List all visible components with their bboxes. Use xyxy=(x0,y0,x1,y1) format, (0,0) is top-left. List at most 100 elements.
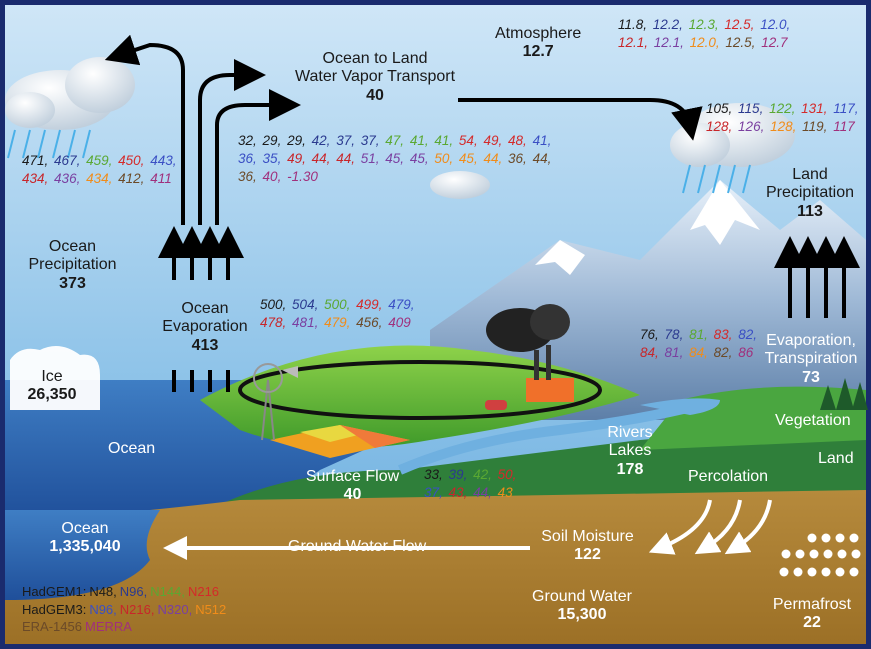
model-value: 51, xyxy=(360,151,380,166)
model-value: 49, xyxy=(483,133,503,148)
legend-entry: N48, xyxy=(89,584,117,599)
model-value: 82, xyxy=(738,327,757,342)
legend-row-hadgem3: HadGEM3:N96,N216,N320,N512 xyxy=(22,601,229,619)
model-value: 434, xyxy=(22,171,49,186)
model-value: 504, xyxy=(292,297,319,312)
surface-flow-model-values: 33, 39, 42, 50, 37, 43, 44, 43 xyxy=(424,466,534,502)
land-precip-line2: Precipitation xyxy=(765,184,855,202)
rivers-line2: Lakes xyxy=(608,442,652,460)
model-value: 479, xyxy=(388,297,415,312)
model-value: 436, xyxy=(54,171,81,186)
ocean-evap-value: 413 xyxy=(191,336,219,354)
ground-water-label: Ground Water 15,300 xyxy=(522,588,642,625)
model-value: 479, xyxy=(324,315,351,330)
model-value: 12.2, xyxy=(652,17,683,32)
legend-entry: ERA-1456 xyxy=(22,619,82,634)
model-value: 49, xyxy=(287,151,306,166)
model-value: 41, xyxy=(434,133,454,148)
atmosphere-model-values: 11.8, 12.2, 12.3, 12.5, 12.0, 12.1, 12.1… xyxy=(618,16,808,52)
model-value: 115, xyxy=(738,101,764,116)
model-value: 44, xyxy=(311,151,331,166)
legend-entry: MERRA xyxy=(84,619,132,634)
ocean-evap-label: Ocean Evaporation 413 xyxy=(150,300,260,355)
evap-transp-model-values: 76, 78, 81, 83, 82, 84, 81, 84, 82, 86 xyxy=(640,326,760,362)
ocean-store-value: 1,335,040 xyxy=(49,538,121,556)
model-value: 45, xyxy=(409,151,429,166)
model-value: 29, xyxy=(287,133,306,148)
ocean-to-land-line1: Ocean to Land xyxy=(322,50,428,67)
model-value: 128, xyxy=(706,119,733,134)
land-precip-line1: Land xyxy=(792,166,828,183)
legend-entry: HadGEM3: xyxy=(22,601,87,617)
model-value: 434, xyxy=(86,171,113,186)
land-precip-value: 113 xyxy=(797,202,823,220)
model-value: 481, xyxy=(292,315,319,330)
model-value: 117, xyxy=(833,101,859,116)
ocean-to-land-line2: Water Vapor Transport xyxy=(294,68,456,86)
ocean-precip-model-values: 471, 467, 459, 450, 443, 434, 436, 434, … xyxy=(22,152,182,188)
ground-water-flow-label: Ground Water Flow xyxy=(288,538,427,555)
model-value: 12.7 xyxy=(761,35,788,50)
model-value: 12.1, xyxy=(653,35,684,50)
model-value: 47, xyxy=(385,133,405,148)
model-value: 499, xyxy=(356,297,383,312)
legend-entry: N216, xyxy=(119,601,155,617)
model-value: 43, xyxy=(448,485,468,500)
legend-entry: N144, xyxy=(150,584,185,599)
model-value: 44, xyxy=(336,151,355,166)
model-value: 443, xyxy=(150,153,177,168)
permafrost-label: Permafrost 22 xyxy=(762,596,862,633)
model-value: 54, xyxy=(458,133,478,148)
model-value: 12.5, xyxy=(725,35,756,50)
model-value: 48, xyxy=(508,133,527,148)
ground-water-value: 15,300 xyxy=(557,606,607,624)
ocean-to-land-label: Ocean to Land Water Vapor Transport 40 xyxy=(270,50,480,105)
model-value: 50, xyxy=(434,151,454,166)
model-value: 36, xyxy=(238,169,257,184)
model-value: 131, xyxy=(801,101,828,116)
ground-water-name: Ground Water xyxy=(532,588,632,605)
model-value: 450, xyxy=(118,153,145,168)
model-value: 37, xyxy=(360,133,380,148)
ocean-store-name: Ocean xyxy=(61,520,109,537)
model-value: 36, xyxy=(238,151,257,166)
land-precip-model-values: 105, 115, 122, 131, 117, 128, 126, 128, … xyxy=(706,100,871,136)
soil-moisture-name: Soil Moisture xyxy=(541,528,634,545)
land-label: Land xyxy=(818,450,854,467)
model-value: 37, xyxy=(336,133,355,148)
soil-moisture-label: Soil Moisture 122 xyxy=(525,528,650,565)
model-value: 83, xyxy=(713,327,733,342)
rivers-line1: Rivers xyxy=(607,424,653,441)
model-value: 11.8, xyxy=(618,17,648,32)
model-value: 456, xyxy=(356,315,383,330)
model-value: 40, xyxy=(262,169,282,184)
model-value: 12.5, xyxy=(724,17,755,32)
model-value: 78, xyxy=(664,327,684,342)
rivers-value: 178 xyxy=(616,460,644,478)
legend-entry: N512 xyxy=(195,601,227,617)
percolation-label: Percolation xyxy=(688,468,769,485)
model-value: 76, xyxy=(640,327,659,342)
model-value: 128, xyxy=(770,119,797,134)
ocean-to-land-value: 40 xyxy=(366,86,384,104)
atmosphere-name: Atmosphere xyxy=(495,25,582,42)
model-value: 82, xyxy=(713,345,733,360)
evap-transp-value: 73 xyxy=(802,368,820,386)
model-value: 43 xyxy=(497,485,513,500)
model-value: 12.3, xyxy=(688,17,719,32)
model-value: 122, xyxy=(769,101,796,116)
model-value: 45, xyxy=(385,151,405,166)
model-value: 471, xyxy=(22,153,49,168)
permafrost-value: 22 xyxy=(803,614,821,632)
model-value: 42, xyxy=(311,133,331,148)
legend-entry: N96, xyxy=(119,584,148,599)
model-value: 44, xyxy=(483,151,503,166)
model-value: 12.0, xyxy=(760,17,791,32)
model-legend: HadGEM1:N48,N96,N144,N216 HadGEM3:N96,N2… xyxy=(22,583,229,636)
model-value: 84, xyxy=(640,345,659,360)
legend-row-hadgem1: HadGEM1:N48,N96,N144,N216 xyxy=(22,583,229,601)
model-value: 459, xyxy=(86,153,113,168)
evap-transp-line2: Transpiration xyxy=(764,350,858,368)
model-value: 12.0, xyxy=(689,35,720,50)
